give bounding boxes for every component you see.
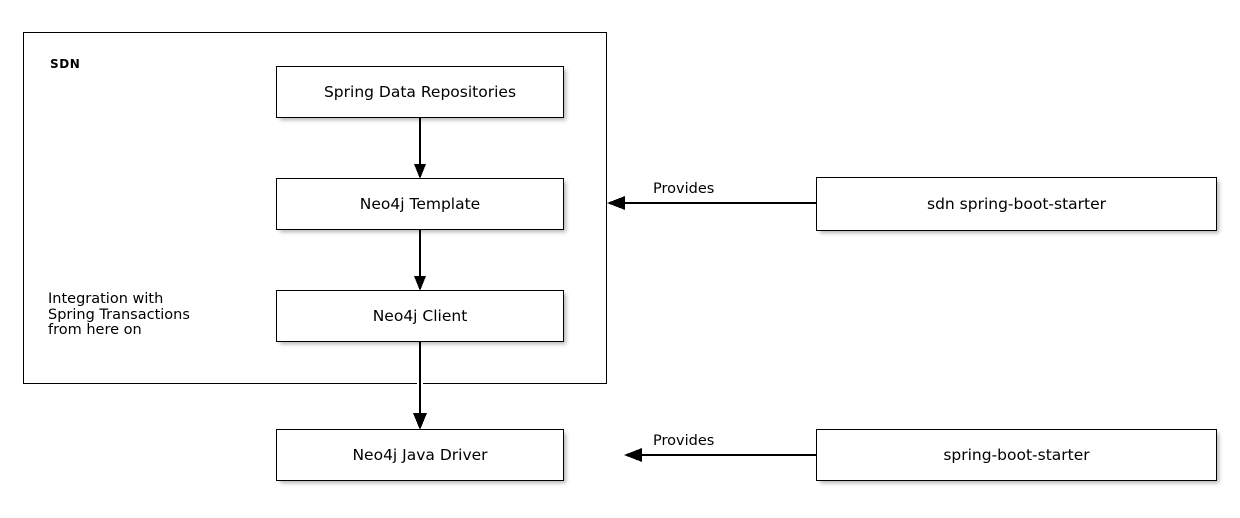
- node-sdn-spring-boot-starter[interactable]: sdn spring-boot-starter: [816, 177, 1217, 231]
- node-spring-boot-starter[interactable]: spring-boot-starter: [816, 429, 1217, 481]
- edge-label-provides-sdn-starter: Provides: [653, 181, 715, 197]
- node-neo4j-client[interactable]: Neo4j Client: [276, 290, 564, 342]
- integration-note-line-1: Integration with: [48, 291, 164, 307]
- edge-boot-starter-provides: [624, 448, 816, 462]
- edge-label-provides-boot-starter: Provides: [653, 433, 715, 449]
- node-neo4j-java-driver[interactable]: Neo4j Java Driver: [276, 429, 564, 481]
- sdn-package-frame: [23, 32, 607, 384]
- edge-sdn-starter-provides: [607, 196, 816, 210]
- node-neo4j-template[interactable]: Neo4j Template: [276, 178, 564, 230]
- integration-note-line-3: from here on: [48, 322, 142, 338]
- integration-note-line-2: Spring Transactions: [48, 306, 190, 323]
- node-spring-data-repositories[interactable]: Spring Data Repositories: [276, 66, 564, 118]
- sdn-package-label: SDN: [50, 57, 81, 71]
